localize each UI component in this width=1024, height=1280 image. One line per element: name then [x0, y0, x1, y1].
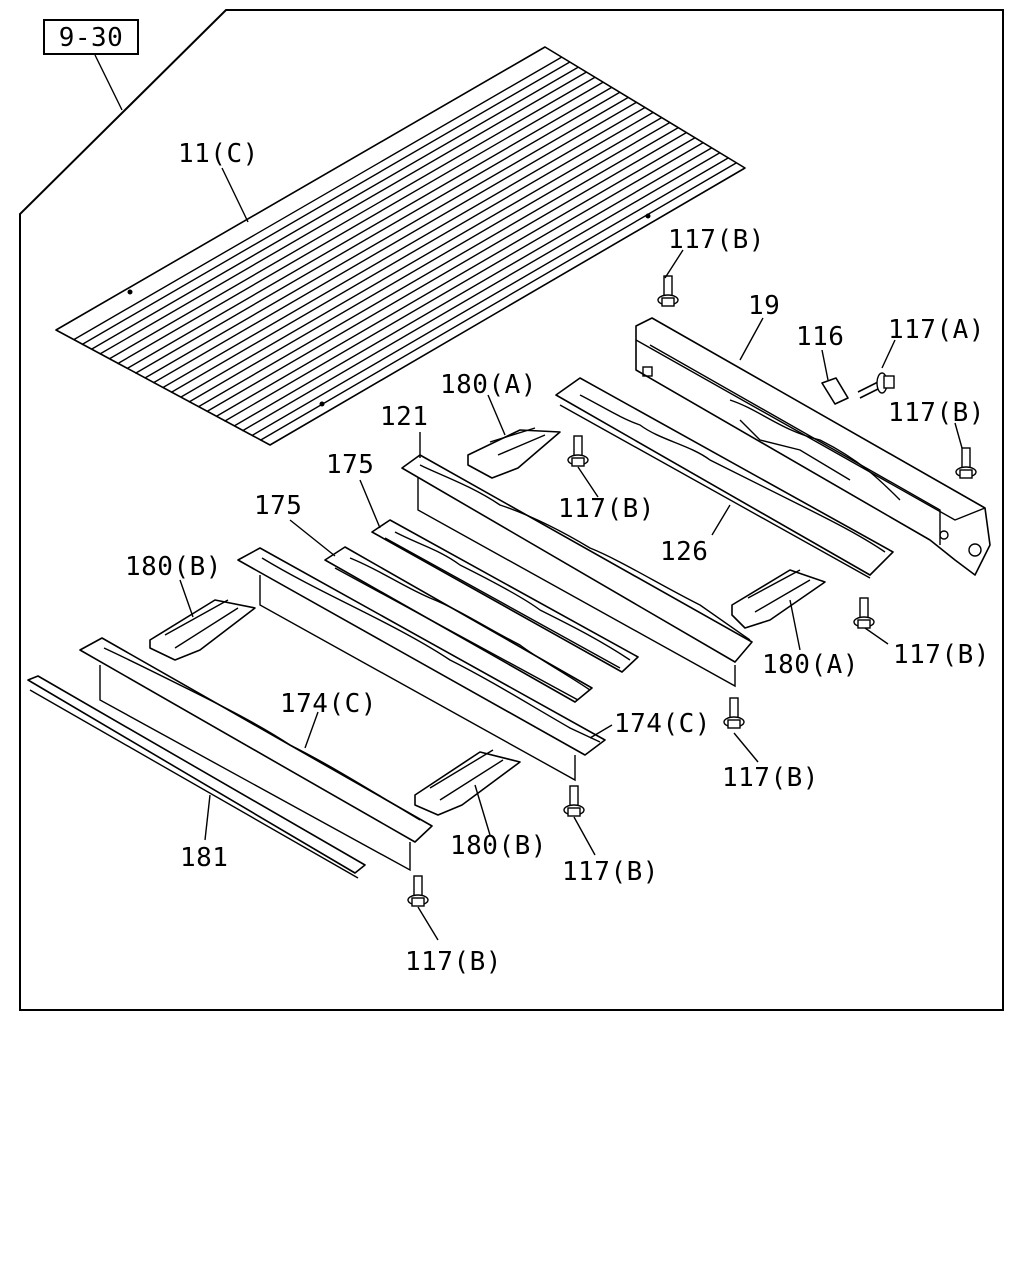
label-floor-panel: 11(C) [178, 139, 259, 169]
floor-rib-edge [81, 61, 571, 346]
floor-rib [162, 106, 646, 389]
section-ref-box: 9-30 [43, 19, 139, 111]
floor-rib [73, 56, 563, 341]
floor-rib [216, 137, 696, 417]
floor-rib [126, 86, 613, 369]
label-bolt-right: 117(B) [888, 398, 985, 428]
label-member-174-left: 174(C) [280, 689, 377, 719]
label-member-126: 126 [660, 537, 708, 567]
floor-rib-edge [188, 121, 671, 403]
member-174-right [237, 547, 613, 782]
floor-rib [251, 157, 729, 437]
label-bolt-mid: 117(B) [558, 494, 655, 524]
clip [821, 349, 849, 405]
label-member-175-a: 175 [326, 450, 374, 480]
bracket-180a-right [731, 569, 826, 651]
bolt-icon [567, 435, 589, 467]
label-bracket-180a-top: 180(A) [440, 370, 537, 400]
floor-rib-edge [134, 91, 621, 374]
label-bolt-a: 117(A) [888, 315, 985, 345]
member-174-left [79, 637, 433, 872]
floor-rib-edge [170, 111, 654, 394]
floor-rib [180, 116, 663, 398]
sill-181 [27, 675, 366, 879]
floor-rib [144, 96, 629, 379]
floor-rib-edge [241, 152, 721, 432]
label-bolt-bottom: 117(B) [405, 947, 502, 977]
bolt-icon [657, 275, 679, 307]
section-ref-label: 9-30 [59, 23, 124, 53]
floor-rib-edge [152, 101, 637, 384]
bolt-icon [955, 447, 977, 479]
label-clip: 116 [796, 322, 844, 352]
label-member-175-b: 175 [254, 491, 302, 521]
label-bracket-180b-left: 180(B) [125, 552, 222, 582]
diagram-frame [19, 9, 1004, 1011]
label-sill-181: 181 [180, 843, 228, 873]
bolt-group [407, 275, 977, 907]
label-bolt-right-low: 117(B) [893, 640, 990, 670]
floor-rib-edge [224, 142, 704, 422]
member-126 [555, 377, 894, 579]
member-175-upper [359, 479, 639, 673]
label-bolt-top: 117(B) [668, 225, 765, 255]
floor-rib-edge [117, 81, 604, 365]
floor-rib-edge [206, 132, 687, 413]
bolt-icon [853, 597, 875, 629]
floor-rib-edge [259, 162, 737, 442]
label-bolt-bottom-mid: 117(B) [562, 857, 659, 887]
floor-rib [198, 127, 679, 408]
label-bracket-180b-bottom: 180(B) [450, 831, 547, 861]
rear-sill [635, 317, 991, 576]
label-bolt-center-low: 117(B) [722, 763, 819, 793]
bolt-icon [723, 697, 745, 729]
label-member-174-right: 174(C) [614, 709, 711, 739]
bracket-180b-bottom [414, 749, 521, 836]
bolt-icon [563, 785, 585, 817]
member-175-lower [289, 519, 593, 703]
floor-rib [109, 76, 596, 360]
floor-rib [91, 66, 579, 350]
bracket-180a-top [467, 394, 561, 479]
member-121 [401, 432, 753, 688]
bracket-180b-left [149, 579, 256, 661]
label-member-121: 121 [380, 402, 428, 432]
floor-rib [233, 147, 713, 427]
bolt-a-icon [857, 372, 895, 399]
floor-rib-edge [99, 71, 587, 355]
bolt-icon [407, 875, 429, 907]
label-bracket-180a-right: 180(A) [762, 650, 859, 680]
floor-panel [55, 46, 746, 446]
label-rear-sill: 19 [748, 291, 780, 321]
